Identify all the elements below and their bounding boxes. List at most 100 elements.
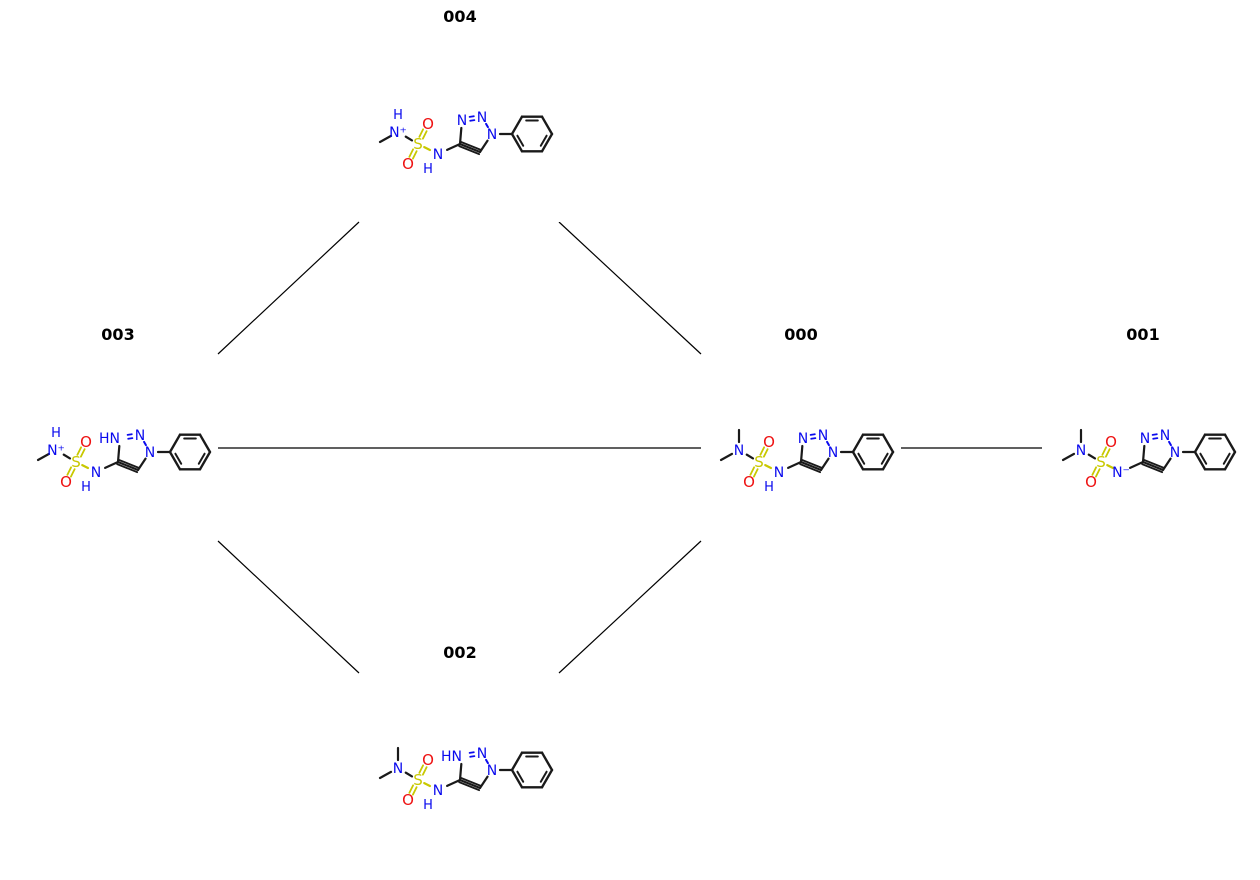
atom-n3-triazole-protonated: HN [99, 431, 120, 447]
atom-n2-triazole: N [1160, 428, 1170, 444]
bond-s-o1-b [418, 128, 424, 138]
bond-s-o1-b [1101, 446, 1107, 456]
bond-c4-c5 [1141, 460, 1165, 472]
bond-s-o2-b [412, 150, 418, 160]
atom-n1-triazole: N [487, 763, 497, 779]
bond-n2t-n3t-b [1152, 437, 1159, 440]
bond-phenyl-5 [1193, 450, 1207, 471]
atom-n-amide: N [774, 465, 784, 481]
bond-c4-c5 [799, 460, 823, 472]
atom-n-amide-anion: N⁻ [1112, 465, 1130, 481]
bond-phenyl-2 [1223, 433, 1237, 454]
bond-nam-c4 [1129, 460, 1145, 469]
bond-c5-n1t [136, 457, 147, 472]
bond-nam-c4 [787, 460, 803, 469]
bond-phenyl-2 [198, 433, 212, 454]
bond-s-o2-a [408, 784, 414, 794]
atom-s: S [754, 453, 764, 471]
bond-n2t-n3t-b [127, 437, 134, 440]
bond-methyl-1 [378, 770, 393, 780]
bond-n-s [62, 453, 72, 460]
bond-n2t-n3t-a [468, 115, 475, 118]
bond-phenyl-inner-3 [880, 452, 889, 465]
bond-phenyl-0 [851, 433, 865, 454]
atom-h-ammonium: H [393, 108, 403, 123]
atom-n1-triazole: N [1170, 445, 1180, 461]
bond-c4-c5-inner-a [458, 145, 481, 156]
bond-s-nam [423, 146, 432, 152]
bond-c4-c5-inner-b [459, 776, 482, 787]
bond-phenyl-2 [540, 751, 554, 772]
bond-s-o1-b [76, 446, 82, 456]
bond-s-nam [423, 782, 432, 788]
bond-n3t-c4 [1141, 444, 1146, 464]
bond-c4-c5-inner-b [117, 458, 140, 469]
edge-003-002 [217, 540, 360, 674]
bond-n3t-c4 [458, 126, 463, 146]
bond-n2t-n3t-a [126, 433, 133, 436]
bond-phenyl-inner-5 [1199, 452, 1208, 465]
bond-c5-n1t [478, 775, 489, 790]
atom-o1: O [422, 115, 434, 133]
node-label-004: 004 [443, 7, 477, 26]
bond-c5-n1t [819, 457, 830, 472]
atom-h-ammonium: H [51, 426, 61, 441]
bond-n3t-c4 [116, 444, 121, 464]
bond-phenyl-5 [168, 450, 182, 471]
bond-n3t-c4 [458, 762, 463, 782]
bond-phenyl-3 [198, 450, 212, 471]
atom-o2: O [60, 473, 72, 491]
atom-n3-triazole: N [1140, 431, 1150, 447]
bond-phenyl-3 [540, 768, 554, 789]
bond-phenyl-0 [168, 433, 182, 454]
bond-c4-c5-inner-b [459, 140, 482, 151]
bond-s-o1-b [418, 764, 424, 774]
atom-o1: O [80, 433, 92, 451]
bond-s-o2-a [1091, 466, 1097, 476]
bond-s-o2-b [412, 786, 418, 796]
bond-s-nam [764, 464, 773, 470]
bond-n1t-n2t [143, 440, 147, 447]
bond-phenyl-inner-3 [197, 452, 206, 465]
bond-phenyl-2 [881, 433, 895, 454]
bond-s-o1-b [759, 446, 765, 456]
bond-phenyl-0 [510, 751, 524, 772]
bond-n1t-n2t [1168, 440, 1172, 447]
bond-phenyl-0 [510, 115, 524, 136]
bond-nam-c4 [104, 460, 120, 469]
bond-n2t-n3t-b [469, 755, 476, 758]
bond-phenyl-5 [510, 768, 524, 789]
bond-n1t-n2t [485, 758, 489, 765]
bond-c4-c5 [458, 778, 482, 790]
bond-n2t-n3t-a [809, 433, 816, 436]
atom-n1-triazole: N [487, 127, 497, 143]
bond-s-o2-b [753, 468, 759, 478]
atom-n1-triazole: N [145, 445, 155, 461]
bond-s-o2-a [408, 148, 414, 158]
bond-phenyl-inner-5 [174, 452, 183, 465]
atom-h-amide: H [423, 798, 433, 813]
bond-c4-c5-inner-a [799, 463, 822, 474]
bond-s-o1-a [80, 448, 86, 458]
edge-000-002 [558, 540, 702, 674]
atom-h-amide: H [764, 480, 774, 495]
atom-n2-triazole: N [135, 428, 145, 444]
atom-n-amide: N [433, 147, 443, 163]
bond-methyl-1 [36, 452, 51, 462]
atom-n3-triazole: N [798, 431, 808, 447]
bond-n-s [404, 771, 414, 778]
edge-004-003 [217, 221, 360, 355]
atom-n2-triazole: N [477, 110, 487, 126]
bond-methyl-1 [1061, 452, 1076, 462]
bond-c4-c5-inner-b [800, 458, 823, 469]
bond-c5-n1t [1161, 457, 1172, 472]
